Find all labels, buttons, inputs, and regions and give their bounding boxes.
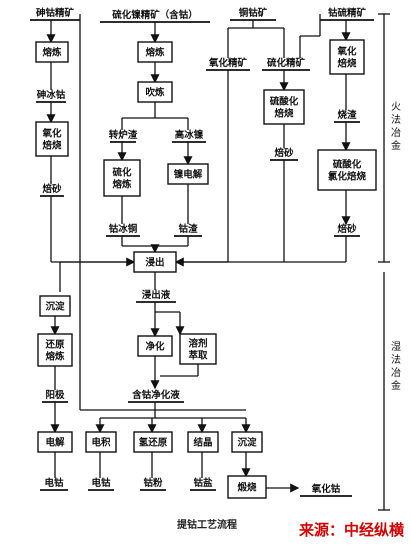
section-labels: 火法冶金 湿法冶金 <box>391 101 401 392</box>
electrowinning-box <box>85 431 117 453</box>
electrolysis-label: 电解 <box>45 437 65 449</box>
blowing-label: 吹炼 <box>145 87 165 99</box>
calcine-1: 焙砂 <box>42 183 62 195</box>
calcination-label: 煅烧 <box>237 482 257 494</box>
precipitation-box-2 <box>231 431 263 453</box>
precipitation-label-1: 沉淀 <box>45 301 65 313</box>
hydrometallurgy-label: 湿法冶金 <box>391 341 401 392</box>
leach-solution: 浸出液 <box>142 289 171 301</box>
calcination-box <box>227 475 267 499</box>
sulfation-roast-box <box>263 89 305 125</box>
crystallization-box <box>187 431 219 453</box>
cobalt-copper-matte: 钴冰铜 <box>109 223 138 235</box>
smelting-label-2: 熔炼 <box>145 47 165 59</box>
oxide-concentrate: 氧化精矿 <box>208 57 248 69</box>
cobalt-purified-solution: 含钴净化液 <box>131 389 180 401</box>
source-credit: 来源：中经纵横 <box>298 521 405 539</box>
purification-box <box>137 335 173 357</box>
calcine-2: 焙砂 <box>274 147 294 159</box>
hydrogen-reduction-label: 氢还原 <box>139 437 168 449</box>
converter-slag: 转炉渣 <box>109 129 138 141</box>
underline-bars <box>30 19 374 497</box>
sulfation-chlorination-box <box>317 149 377 191</box>
product-cobalt-oxide: 氧化钴 <box>311 483 341 495</box>
cobalt-slag: 钴渣 <box>178 223 198 235</box>
electrolysis-box <box>37 431 73 453</box>
figure-caption: 提钴工艺流程 <box>177 518 237 531</box>
oxidation-roast-label-1: 氧化焙烧 <box>41 128 62 152</box>
blowing-box <box>137 81 173 103</box>
product-cobalt-salt: 钴盐 <box>193 477 213 489</box>
raw-copper-cobalt-ore: 铜钴矿 <box>239 7 268 19</box>
product-cathode-cobalt-1: 电钴 <box>44 477 64 489</box>
leaching-label: 浸出 <box>145 257 164 269</box>
sulfide-concentrate: 硫化精矿 <box>267 57 306 69</box>
anode: 阳极 <box>45 389 65 401</box>
smelting-box-2 <box>137 41 173 63</box>
oxidation-roast-label-2: 氧化焙烧 <box>336 46 357 70</box>
nickel-electrolysis-box <box>167 163 209 185</box>
sulfide-smelting-box <box>103 159 141 197</box>
nickel-electrolysis-label: 镍电解 <box>174 169 203 181</box>
smelting-label-1: 熔炼 <box>42 47 62 59</box>
crystallization-label: 结晶 <box>192 437 212 449</box>
connectors <box>46 13 390 511</box>
box-labels: 熔炼 熔炼 吹炼 氧化焙烧 氧化焙烧 硫酸化焙烧 硫化熔炼 镍电解 硫酸化氯化焙… <box>41 46 366 494</box>
sulfation-roast-label: 硫酸化焙烧 <box>270 96 299 120</box>
leaching-box <box>133 251 177 273</box>
process-boxes <box>35 39 377 499</box>
raw-cobalt-sulfide-ore: 钴硫精矿 <box>328 7 367 19</box>
solvent-extraction-label: 溶剂萃取 <box>188 338 208 362</box>
raw-nickel-sulfide-ore: 硫化镍精矿（含钴） <box>112 9 198 21</box>
sulfation-chlorination-label: 硫酸化氯化焙烧 <box>328 159 367 183</box>
calcine-3: 焙砂 <box>337 223 357 235</box>
burnt-slag: 烧渣 <box>337 109 357 121</box>
raw-arsenic-cobalt-ore: 砷钴精矿 <box>36 7 75 19</box>
sulfide-smelting-label: 硫化熔炼 <box>112 167 132 191</box>
oxidation-roast-box-1 <box>35 121 69 157</box>
labels: 砷钴精矿 硫化镍精矿（含钴） 铜钴矿 钴硫精矿 氧化精矿 硫化精矿 砷冰钴 焙砂… <box>36 7 405 539</box>
purification-label: 净化 <box>145 341 165 353</box>
precipitation-box-1 <box>39 295 71 317</box>
product-cobalt-powder: 钴粉 <box>143 477 163 489</box>
hydrogen-reduction-box <box>133 431 173 453</box>
pyrometallurgy-label: 火法冶金 <box>391 101 401 152</box>
electrowinning-label: 电积 <box>91 437 111 449</box>
oxidation-roast-box-2 <box>329 39 365 75</box>
solvent-extraction-box <box>179 333 217 365</box>
arsenic-cobalt-matte: 砷冰钴 <box>37 89 66 101</box>
precipitation-label-2: 沉淀 <box>237 437 257 449</box>
product-cathode-cobalt-2: 电钴 <box>91 477 111 489</box>
reduction-smelting-label: 还原熔炼 <box>44 339 65 363</box>
high-nickel-matte: 高冰镍 <box>175 129 204 141</box>
reduction-smelting-box <box>37 333 73 367</box>
smelting-box-1 <box>35 41 69 63</box>
